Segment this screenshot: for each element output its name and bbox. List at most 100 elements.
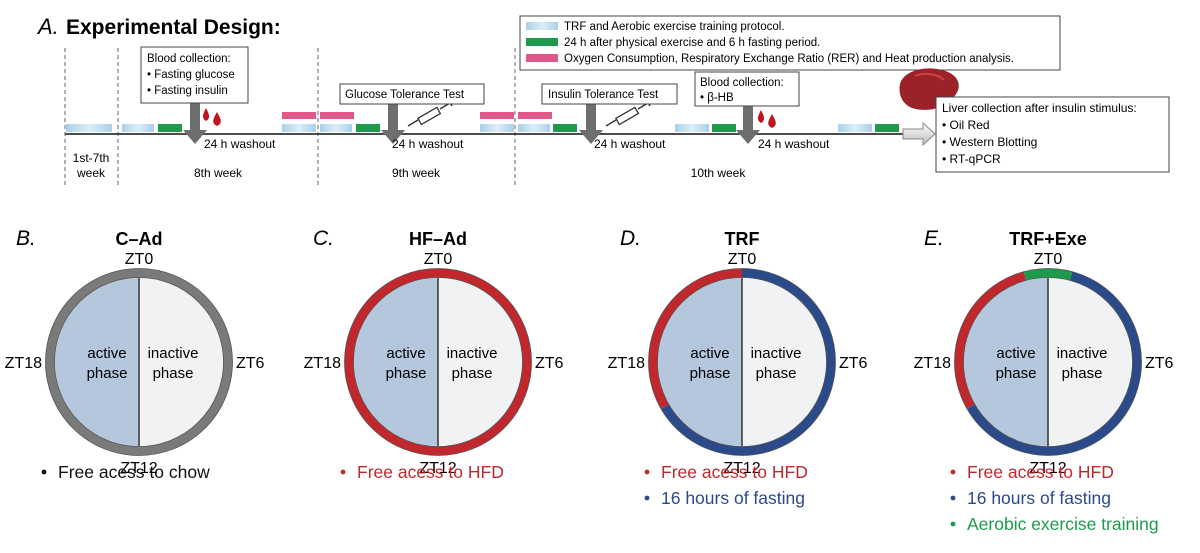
active-phase-half: [55, 278, 139, 446]
bullet-dot: [644, 495, 650, 501]
bullet-list: Free acess to HFD 16 hours of fasting: [644, 462, 808, 508]
blood-collection-box-2: [694, 71, 800, 107]
zt6-label: ZT6: [535, 355, 564, 372]
timeline-bars: [66, 112, 899, 132]
bullet-text: Free acess to HFD: [357, 462, 504, 482]
clock-ring: [648, 268, 836, 456]
ring-segment: [648, 268, 743, 409]
bullet-text: Free acess to HFD: [967, 462, 1114, 482]
ring-segment: [954, 271, 1027, 409]
legend-label-exercise: 24 h after physical exercise and 6 h fas…: [564, 37, 820, 49]
panel-e: E. TRF+Exe ZT0ZT12ZT6ZT18activephaseinac…: [914, 227, 1174, 534]
clock-ring: [344, 268, 532, 456]
panel-a-letter: A.: [36, 14, 59, 39]
bullet-text: Aerobic exercise training: [967, 514, 1159, 534]
zt6-label: ZT6: [839, 355, 868, 372]
panel-c: C. HF–Ad ZT0ZT12ZT6ZT18activephaseinacti…: [304, 227, 564, 482]
bullet-list: Free acess to chow: [41, 462, 210, 482]
active-phase-label: active: [87, 345, 126, 362]
active-phase-label: phase: [87, 365, 128, 382]
ring-segment: [1047, 268, 1073, 281]
ring-outline: [45, 268, 233, 456]
inactive-phase-half: [438, 278, 522, 446]
blood-drop-icon: [202, 108, 221, 126]
bullet-dot: [950, 469, 956, 475]
active-phase-label: active: [996, 345, 1035, 362]
event-arrows: [183, 103, 760, 144]
zt18-label: ZT18: [304, 355, 341, 372]
week-label: week: [76, 166, 106, 180]
ring-inner-outline: [353, 277, 523, 447]
inactive-phase-label: phase: [1062, 365, 1103, 382]
panel-b: B. C–Ad ZT0ZT12ZT6ZT18activephaseinactiv…: [5, 227, 265, 482]
blood-collection-title: Blood collection:: [700, 77, 784, 89]
liver-icon-highlight: [914, 72, 945, 81]
week-label: 1st-7th: [73, 151, 110, 165]
washout-label: 24 h washout: [392, 137, 464, 151]
bullet-text: Free acess to chow: [58, 462, 210, 482]
zt6-label: ZT6: [1145, 355, 1174, 372]
inactive-phase-label: phase: [756, 365, 797, 382]
inactive-phase-half: [1048, 278, 1132, 446]
ring-outline: [344, 268, 532, 456]
blood-drop-icon: [757, 110, 776, 128]
liver-arrow-icon: [902, 121, 936, 147]
active-phase-label: phase: [386, 365, 427, 382]
panel-title: C–Ad: [115, 229, 162, 249]
liver-collection-item: • RT-qPCR: [942, 152, 1001, 166]
blood-collection-box-1: [140, 46, 249, 104]
ring-inner-outline: [54, 277, 224, 447]
panel-letter: B.: [16, 227, 36, 250]
bullet-text: 16 hours of fasting: [661, 488, 805, 508]
inactive-phase-label: inactive: [447, 345, 498, 362]
zt0-label: ZT0: [1034, 251, 1063, 268]
inactive-phase-label: inactive: [1057, 345, 1108, 362]
week-label: 8th week: [194, 166, 243, 180]
zt0-label: ZT0: [125, 251, 154, 268]
legend-box: [519, 15, 1061, 71]
active-phase-label: phase: [996, 365, 1037, 382]
bullet-list: Free acess to HFD: [340, 462, 504, 482]
ring-inner-outline: [657, 277, 827, 447]
ring-segment: [741, 268, 836, 409]
bullet-dot: [644, 469, 650, 475]
zt12-label: ZT12: [723, 460, 760, 477]
active-phase-label: active: [690, 345, 729, 362]
ring-segment: [967, 271, 1142, 456]
panel-title: TRF: [725, 229, 760, 249]
blood-collection-item: • β-HB: [700, 92, 734, 104]
gtt-label: Glucose Tolerance Test: [345, 89, 465, 101]
week-label: 9th week: [392, 166, 441, 180]
week-label: 10th week: [691, 166, 747, 180]
liver-collection-box: [935, 96, 1170, 173]
legend-label-trf: TRF and Aerobic exercise training protoc…: [564, 21, 785, 33]
legend-swatch-trf: [526, 22, 558, 30]
bullet-dot: [340, 469, 346, 475]
clock-ring: [954, 268, 1142, 456]
itt-label: Insulin Tolerance Test: [548, 89, 659, 101]
liver-collection-item: • Oil Red: [942, 118, 990, 132]
bullet-dot: [950, 495, 956, 501]
zt12-label: ZT12: [120, 460, 157, 477]
inactive-phase-half: [742, 278, 826, 446]
bullet-dot: [950, 521, 956, 527]
zt0-label: ZT0: [728, 251, 757, 268]
inactive-phase-label: phase: [452, 365, 493, 382]
clock-ring: [45, 268, 233, 456]
washout-label: 24 h washout: [594, 137, 666, 151]
inactive-phase-half: [139, 278, 223, 446]
ring-outline: [648, 268, 836, 456]
active-phase-half: [658, 278, 742, 446]
zt12-label: ZT12: [1029, 460, 1066, 477]
inactive-phase-label: phase: [153, 365, 194, 382]
inactive-phase-label: inactive: [148, 345, 199, 362]
liver-collection-item: • Western Blotting: [942, 135, 1037, 149]
week-separators: [64, 48, 516, 188]
panel-a-title: Experimental Design:: [66, 16, 281, 39]
active-phase-label: phase: [690, 365, 731, 382]
bullet-text: Free acess to HFD: [661, 462, 808, 482]
